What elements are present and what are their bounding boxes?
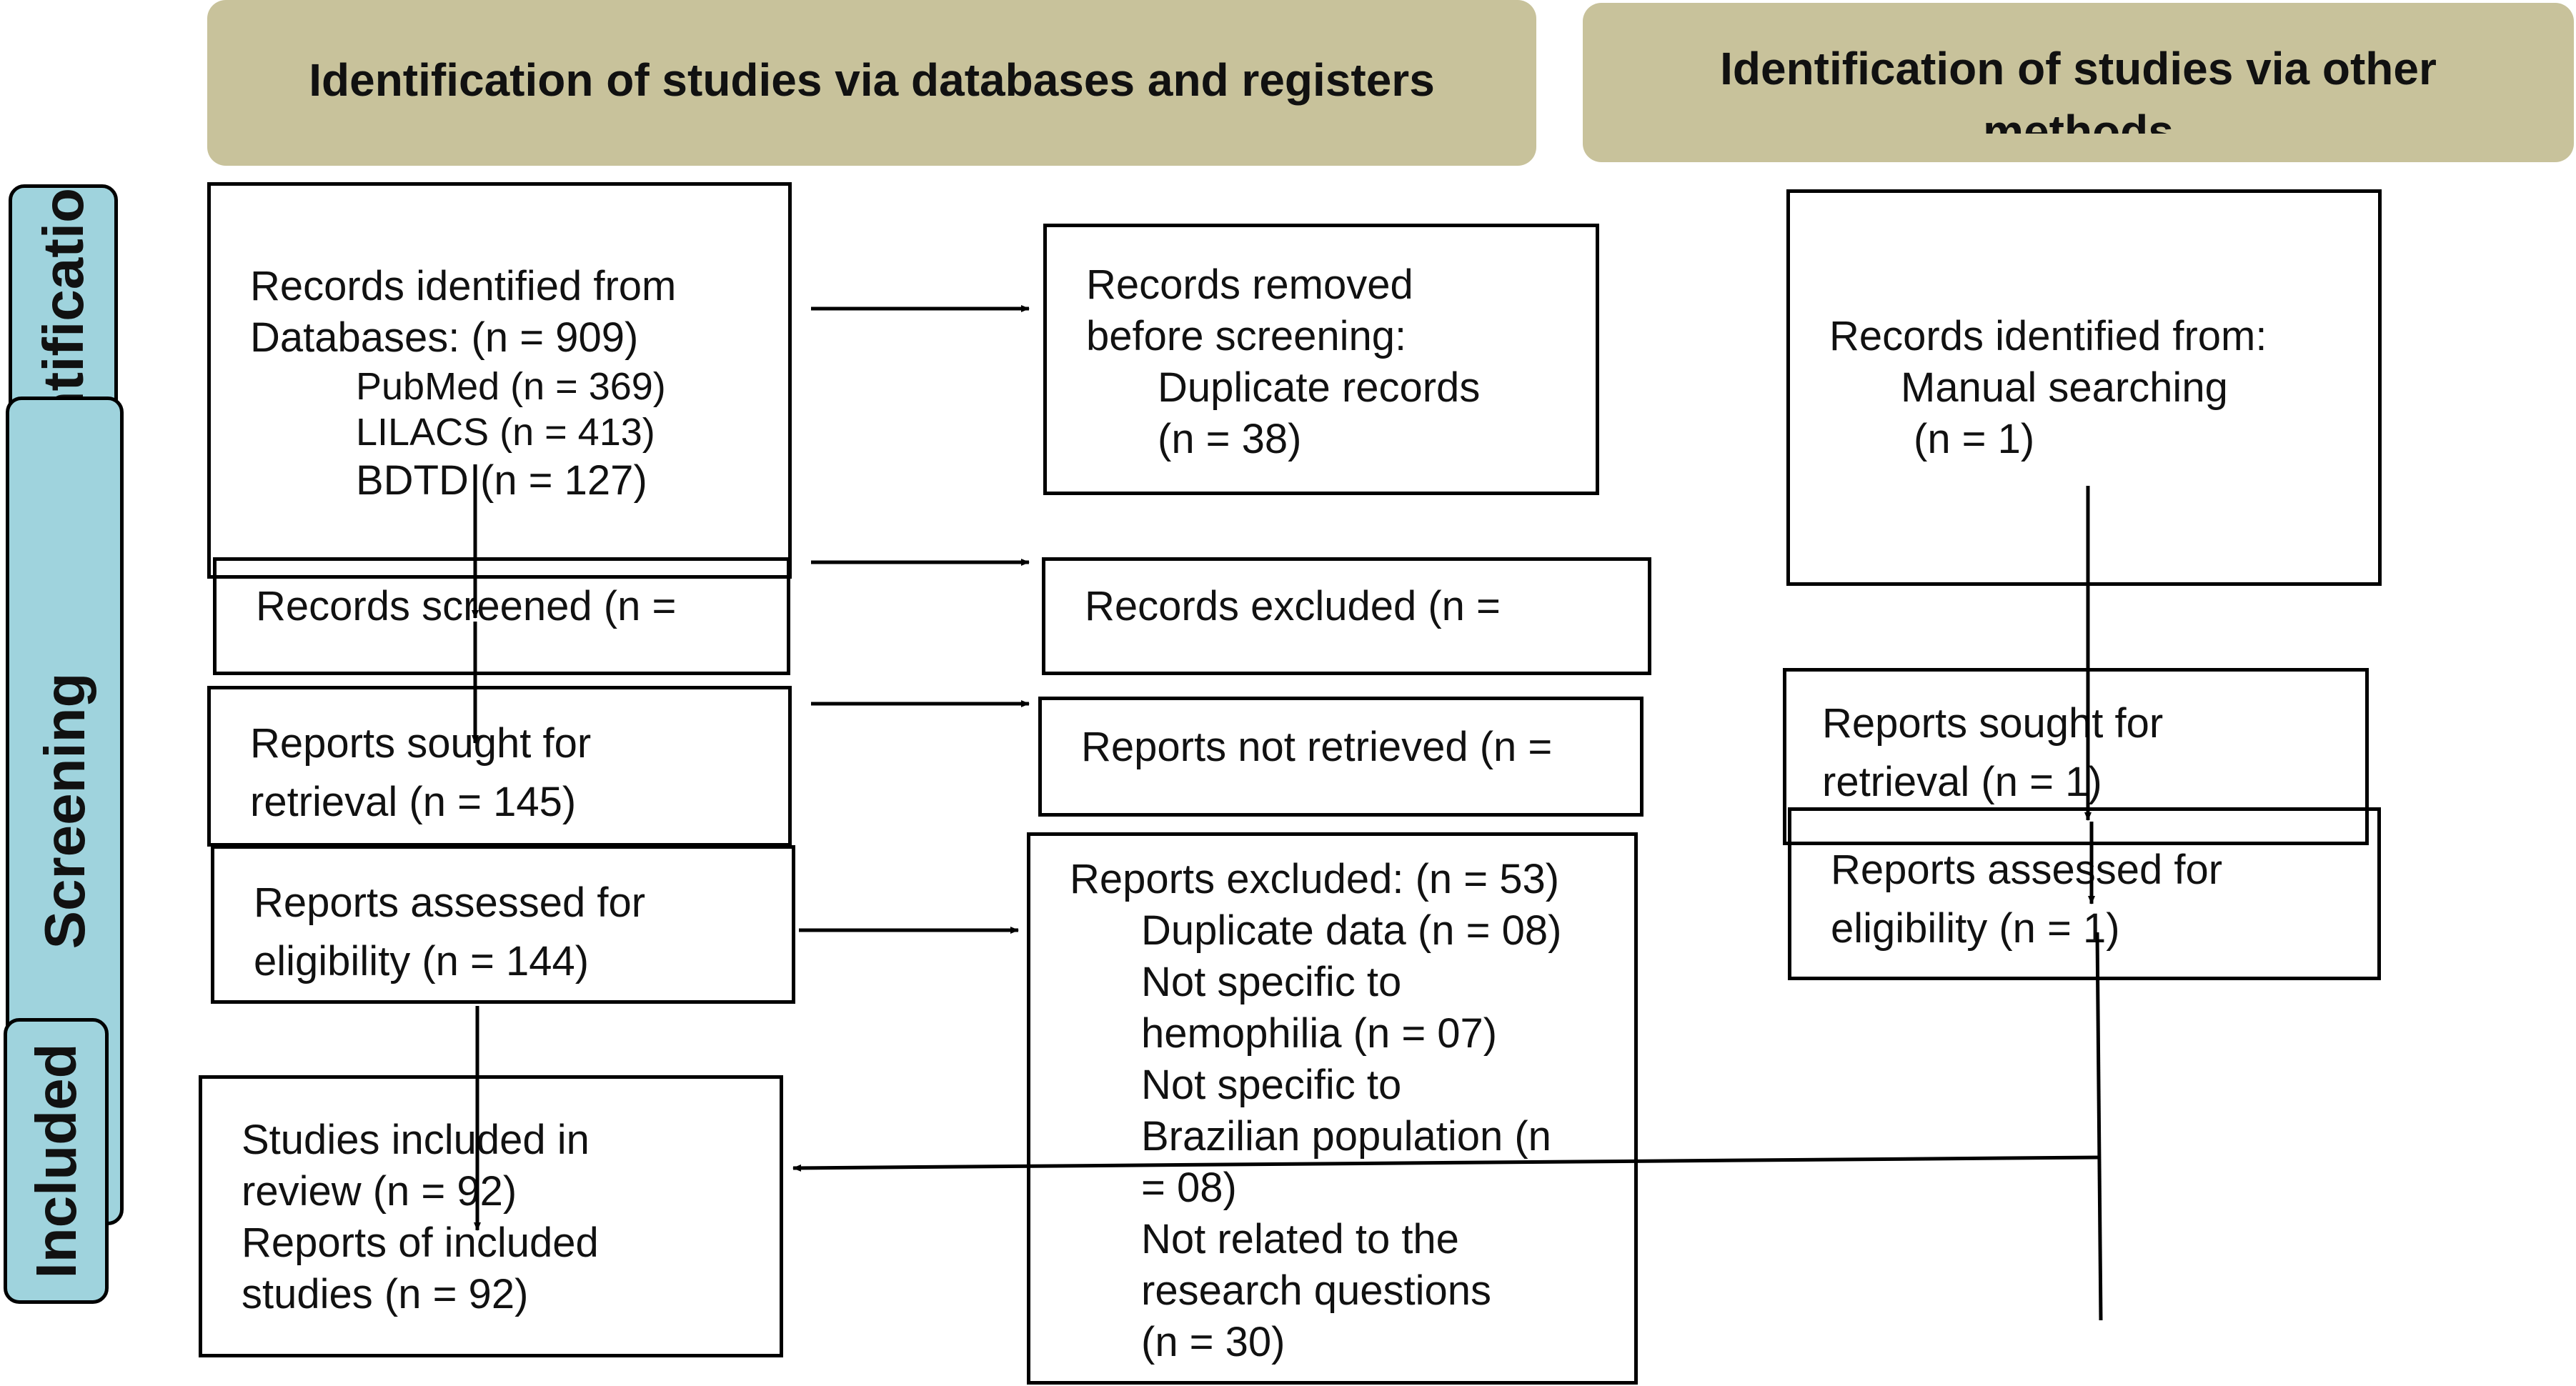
box-other-identified: Records identified from: Manual searchin… [1786, 189, 2382, 586]
header-other-title: Identification of studies via other meth… [1720, 43, 2437, 134]
other-sought-line1: Reports sought for [1822, 700, 2164, 747]
header-other-methods: Identification of studies via other meth… [1583, 3, 2574, 162]
records-screened-line1: Records screened (n = [256, 583, 677, 629]
box-reports-sought: Reports sought for retrieval (n = 145) [207, 686, 792, 847]
reports-excluded-line6: Brazilian population (n [1141, 1113, 1551, 1160]
studies-included-line3: Reports of included [242, 1220, 599, 1266]
box-reports-excluded: Reports excluded: (n = 53) Duplicate dat… [1027, 832, 1638, 1385]
other-identified-line3: (n = 1) [1914, 416, 2035, 462]
reports-assessed-line1: Reports assessed for [254, 879, 646, 926]
reports-sought-line1: Reports sought for [250, 720, 592, 767]
other-sought-line2: retrieval (n = 1) [1822, 759, 2102, 805]
box-records-excluded: Records excluded (n = [1042, 557, 1651, 675]
studies-included-line2: review (n = 92) [242, 1168, 517, 1215]
reports-excluded-line9: research questions [1141, 1267, 1492, 1314]
side-tab-included: Included [4, 1018, 109, 1304]
reports-excluded-line10: (n = 30) [1141, 1319, 1285, 1365]
records-identified-bdtd: BDTD (n = 127) [356, 457, 647, 504]
reports-excluded-line2: Duplicate data (n = 08) [1141, 907, 1562, 954]
header-databases-title: Identification of studies via databases … [309, 54, 1435, 106]
other-assessed-line1: Reports assessed for [1831, 847, 2223, 893]
box-other-assessed: Reports assessed for eligibility (n = 1) [1788, 807, 2381, 980]
box-records-identified: Records identified from Databases: (n = … [207, 182, 792, 579]
reports-excluded-line5: Not specific to [1141, 1062, 1402, 1108]
reports-excluded-line8: Not related to the [1141, 1216, 1459, 1262]
reports-excluded-line7: = 08) [1141, 1165, 1237, 1211]
reports-sought-line2: retrieval (n = 145) [250, 779, 577, 825]
header-databases-registers: Identification of studies via databases … [207, 0, 1536, 166]
box-studies-included: Studies included in review (n = 92) Repo… [199, 1075, 783, 1357]
box-reports-not-retrieved: Reports not retrieved (n = [1038, 697, 1643, 817]
studies-included-line4: studies (n = 92) [242, 1271, 529, 1317]
studies-included-line1: Studies included in [242, 1117, 590, 1163]
box-records-removed: Records removed before screening: Duplic… [1043, 224, 1599, 495]
records-removed-line3: Duplicate records [1158, 364, 1481, 411]
reports-excluded-line1: Reports excluded: (n = 53) [1070, 856, 1560, 902]
records-excluded-line1: Records excluded (n = [1085, 583, 1501, 629]
other-assessed-line2: eligibility (n = 1) [1831, 905, 2120, 952]
reports-not-retrieved-line1: Reports not retrieved (n = [1081, 724, 1553, 770]
other-identified-line2: Manual searching [1901, 364, 2228, 411]
box-other-sought: Reports sought for retrieval (n = 1) [1783, 668, 2369, 845]
records-removed-line4: (n = 38) [1158, 416, 1302, 462]
reports-excluded-line4: hemophilia (n = 07) [1141, 1010, 1498, 1057]
records-identified-lilacs: LILACS (n = 413) [356, 411, 655, 454]
reports-assessed-line2: eligibility (n = 144) [254, 938, 590, 984]
records-identified-pubmed: PubMed (n = 369) [356, 365, 666, 408]
records-removed-line1: Records removed [1086, 261, 1413, 308]
records-removed-line2: before screening: [1086, 313, 1407, 359]
records-identified-line2: Databases: (n = 909) [250, 314, 639, 361]
records-identified-line1: Records identified from [250, 263, 677, 309]
box-records-screened: Records screened (n = [213, 557, 790, 675]
arrow-other-to-included [792, 1155, 2100, 1172]
box-reports-assessed: Reports assessed for eligibility (n = 14… [211, 845, 795, 1004]
other-identified-line1: Records identified from: [1829, 313, 2267, 359]
reports-excluded-line3: Not specific to [1141, 959, 1402, 1005]
line-other-right-descender [2095, 932, 2103, 1321]
